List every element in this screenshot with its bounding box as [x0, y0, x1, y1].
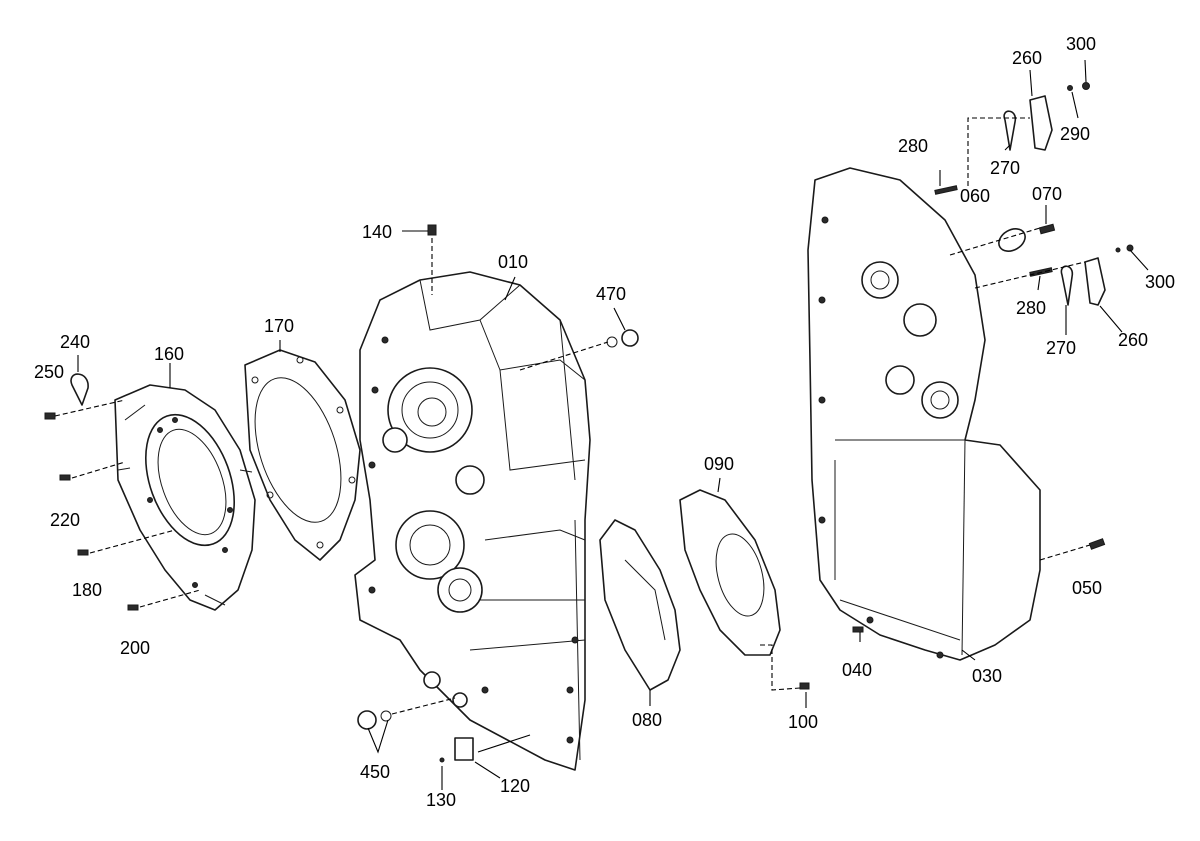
part-010-main-housing — [354, 271, 591, 771]
callout-090: 090 — [704, 454, 734, 474]
callout-450: 450 — [360, 762, 390, 782]
part-060-cover-plate — [998, 228, 1026, 252]
callout-060: 060 — [960, 186, 990, 206]
callout-160: 160 — [154, 344, 184, 364]
callout-260-lower: 260 — [1118, 330, 1148, 350]
callout-030: 030 — [972, 666, 1002, 686]
callout-180: 180 — [72, 580, 102, 600]
part-270-lower-clip — [1060, 265, 1074, 306]
callout-140: 140 — [362, 222, 392, 242]
callout-280-top: 280 — [898, 136, 928, 156]
part-260-lower-bracket — [1084, 257, 1106, 306]
callout-010: 010 — [498, 252, 528, 272]
callout-250: 250 — [34, 362, 64, 382]
callout-240: 240 — [60, 332, 90, 352]
leader-lines — [54, 59, 1149, 790]
part-260-top-bracket — [1029, 95, 1053, 151]
callout-260-top: 260 — [1012, 48, 1042, 68]
part-170-gasket — [244, 349, 361, 561]
callout-300-top: 300 — [1066, 34, 1096, 54]
callout-270-lower: 270 — [1046, 338, 1076, 358]
callout-470: 470 — [596, 284, 626, 304]
part-080-shield — [599, 519, 681, 691]
part-fasteners — [44, 82, 1134, 763]
part-160-flange-housing — [114, 384, 256, 611]
callout-300-lower: 300 — [1145, 272, 1175, 292]
callout-270-top: 270 — [990, 158, 1020, 178]
callout-280-lower: 280 — [1016, 298, 1046, 318]
part-270-top-clip — [1003, 110, 1017, 151]
callout-170: 170 — [264, 316, 294, 336]
callout-labels: 300 260 290 280 270 060 070 300 280 270 … — [34, 34, 1175, 810]
part-030-rear-housing — [807, 167, 1041, 661]
callout-040: 040 — [842, 660, 872, 680]
callout-220: 220 — [50, 510, 80, 530]
callout-130: 130 — [426, 790, 456, 810]
callout-120: 120 — [500, 776, 530, 796]
callout-080: 080 — [632, 710, 662, 730]
callout-070: 070 — [1032, 184, 1062, 204]
callout-200: 200 — [120, 638, 150, 658]
callout-290: 290 — [1060, 124, 1090, 144]
callout-100: 100 — [788, 712, 818, 732]
callout-050: 050 — [1072, 578, 1102, 598]
part-090-shield — [679, 489, 781, 656]
